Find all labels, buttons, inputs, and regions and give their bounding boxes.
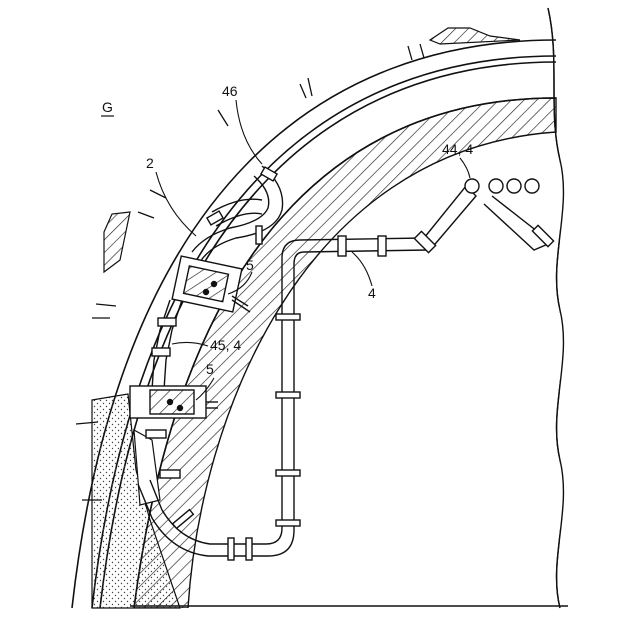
label-5-upper: 5 — [246, 257, 254, 273]
inner-hatched-lining — [134, 98, 556, 608]
label-44-4: 44, 4 — [442, 141, 473, 157]
pipe-ends — [465, 179, 539, 193]
label-46: 46 — [222, 83, 238, 99]
unit-5-upper — [172, 256, 250, 312]
label-4: 4 — [368, 285, 376, 301]
label-5-lower: 5 — [206, 361, 214, 377]
label-45-4: 45, 4 — [210, 337, 241, 353]
label-2: 2 — [146, 155, 154, 171]
label-region-g: G — [102, 99, 113, 115]
